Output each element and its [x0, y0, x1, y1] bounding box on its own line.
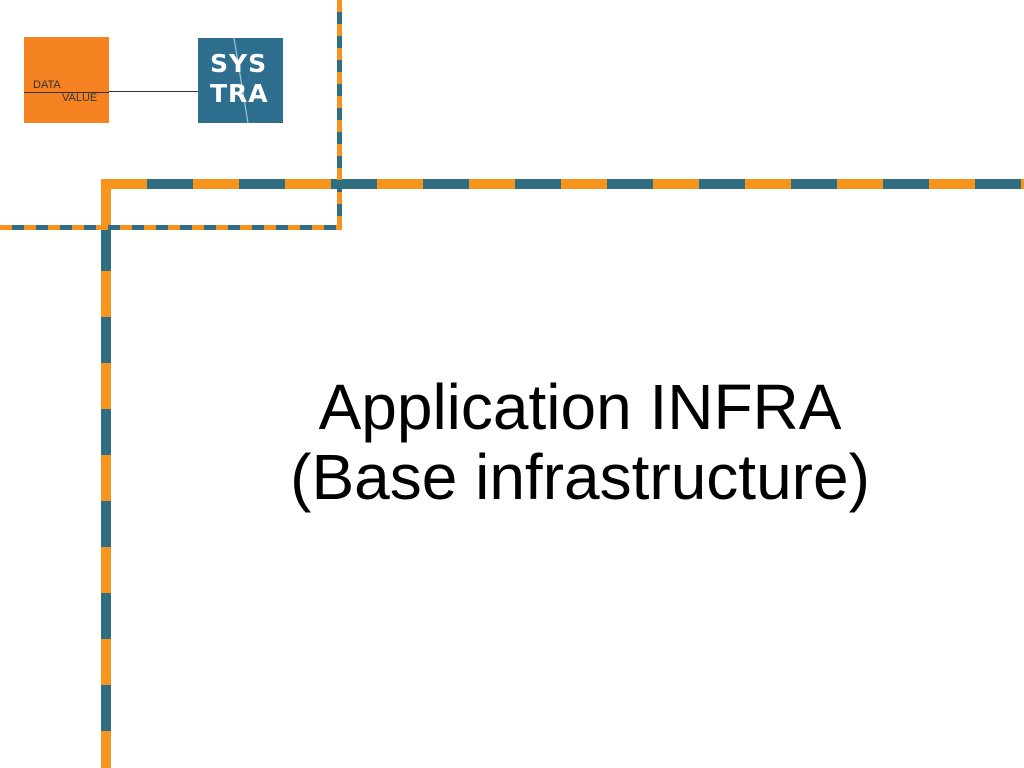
- decorative-line-left: [101, 179, 111, 768]
- datavalue-logo-line1: DATA: [33, 79, 61, 91]
- datavalue-logo-rule: [24, 92, 109, 93]
- decorative-line-logo-horizontal: [0, 225, 342, 230]
- slide-title-line2: (Base infrastructure): [290, 441, 870, 513]
- systra-logo-slash: [233, 38, 249, 123]
- slide-title-line1: Application INFRA: [318, 371, 842, 443]
- datavalue-logo: DATA VALUE: [24, 37, 109, 123]
- decorative-line-top: [101, 179, 1024, 189]
- systra-logo-row2: TRA: [210, 79, 269, 108]
- systra-logo: SYS TRA: [198, 38, 283, 123]
- decorative-line-logo-vertical: [337, 0, 342, 230]
- slide-title: Application INFRA (Base infrastructure): [180, 372, 980, 512]
- datavalue-logo-line2: VALUE: [62, 92, 98, 104]
- logo-connector-line: [109, 91, 198, 92]
- systra-logo-row1: SYS: [210, 49, 268, 78]
